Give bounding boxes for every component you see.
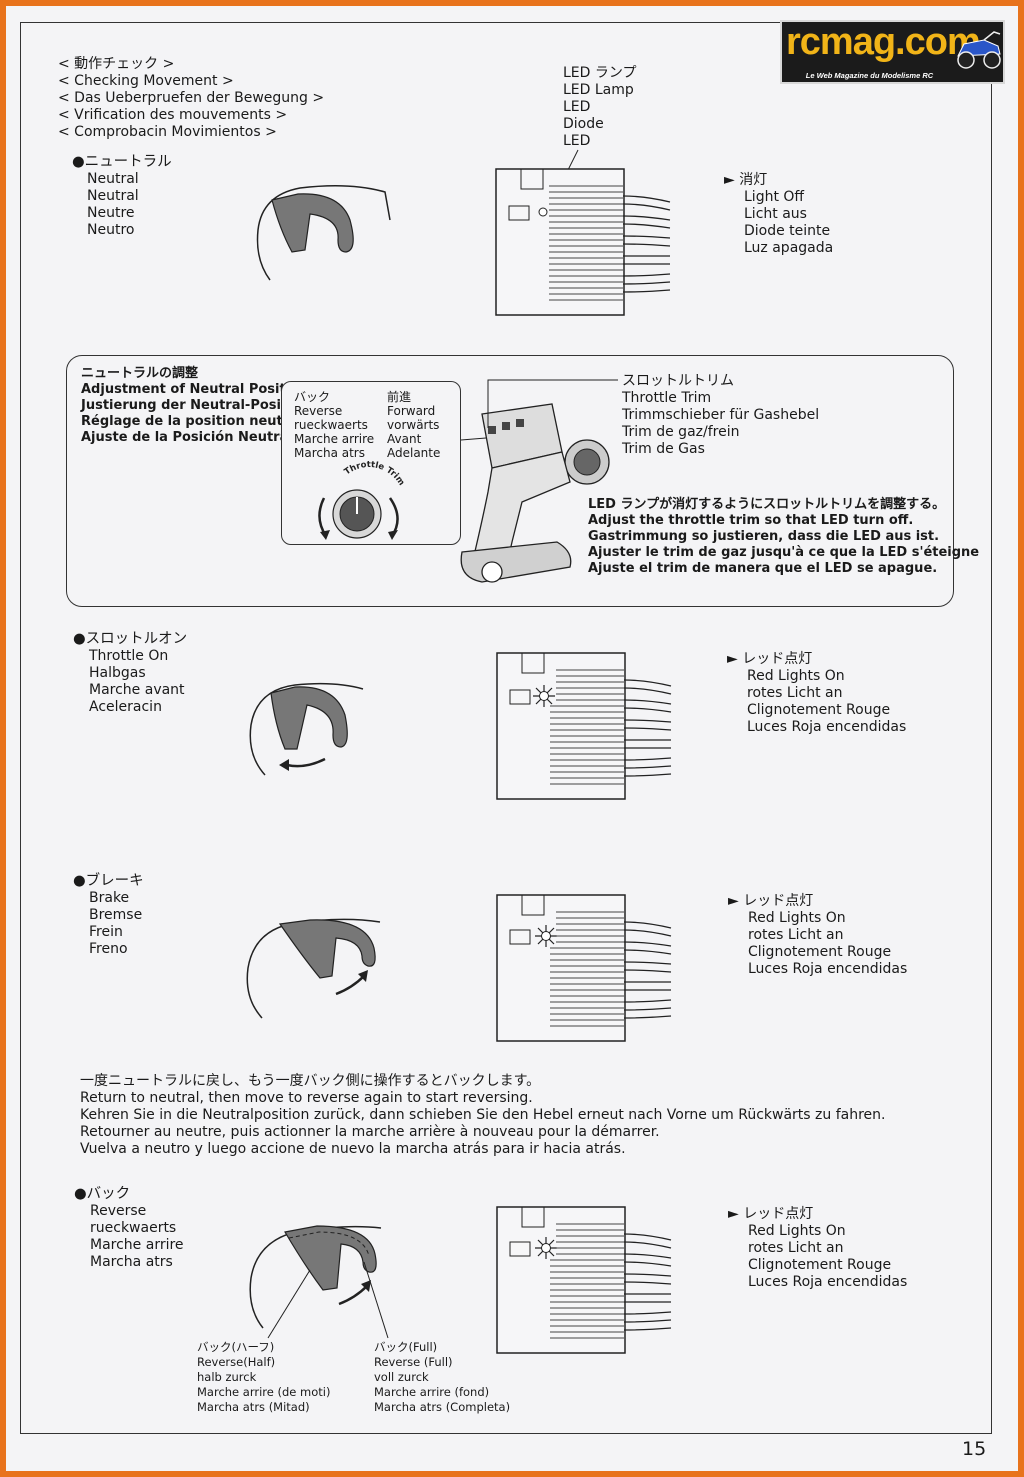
adjust-instruction: LED ランプが消灯するようにスロットルトリムを調整する。 Adjust the… <box>588 497 980 576</box>
page-frame <box>20 22 992 1434</box>
page-number: 15 <box>962 1438 987 1460</box>
neutral-text: ●ニュートラル Neutral Neutral Neutre Neutro <box>72 154 172 238</box>
neutral-result: ► 消灯 Light Off Licht aus Diode teinte Lu… <box>724 172 834 256</box>
reverse-full-labels: バック(Full) Reverse (Full) voll zurck Marc… <box>374 1340 511 1414</box>
forward-direction-labels: 前進 Forward vorwärts Avant Adelante <box>387 390 441 460</box>
brake-result: ► レッド点灯 Red Lights On rotes Licht an Cli… <box>728 893 908 977</box>
reverse-direction-labels: バック Reverse rueckwaerts Marche arrire Ma… <box>294 390 375 460</box>
throttle-on-text: ●スロットルオン Throttle On Halbgas Marche avan… <box>73 631 188 715</box>
rcmag-logo: rcmag.com Le Web Magazine du Modelisme R… <box>780 20 1005 84</box>
brake-text: ●ブレーキ Brake Bremse Frein Freno <box>73 873 144 957</box>
throttle-trim-labels: スロットルトリム Throttle Trim Trimmschieber für… <box>622 373 820 457</box>
trigger-brake-drawing <box>246 918 381 1019</box>
return-to-neutral-note: 一度ニュートラルに戻し、もう一度バック側に操作するとバックします。 Return… <box>80 1073 886 1157</box>
logo-word: rcmag.com <box>786 21 981 63</box>
buggy-icon <box>957 31 1001 69</box>
reverse-text: ●バック Reverse rueckwaerts Marche arrire M… <box>74 1186 184 1270</box>
reverse-half-labels: バック(ハーフ) Reverse(Half) halb zurck Marche… <box>197 1340 331 1414</box>
trigger-throttle-drawing <box>249 682 364 776</box>
logo-tagline: Le Web Magazine du Modelisme RC <box>805 71 934 80</box>
esc-throttle-drawing <box>496 652 672 800</box>
throttle-on-result: ► レッド点灯 Red Lights On rotes Licht an Cli… <box>727 651 907 735</box>
throttle-trim-dial: Throttle Trim <box>318 460 407 540</box>
adjust-title: ニュートラルの調整 Adjustment of Neutral Position… <box>81 366 310 445</box>
esc-brake-drawing <box>496 894 672 1042</box>
esc-reverse-drawing <box>496 1206 672 1354</box>
reverse-result: ► レッド点灯 Red Lights On rotes Licht an Cli… <box>728 1206 908 1290</box>
trigger-reverse-drawing <box>249 1225 382 1329</box>
esc-neutral-drawing <box>495 168 671 316</box>
checking-heading: < 動作チェック > < Checking Movement > < Das U… <box>58 56 325 140</box>
led-label: LED ランプ LED Lamp LED Diode LED <box>563 65 637 149</box>
trigger-neutral-drawing <box>256 185 391 281</box>
dial-label: Throttle Trim <box>343 460 407 488</box>
svg-text:Throttle Trim: Throttle Trim <box>343 460 407 488</box>
neutral-adjustment-panel <box>66 355 954 607</box>
